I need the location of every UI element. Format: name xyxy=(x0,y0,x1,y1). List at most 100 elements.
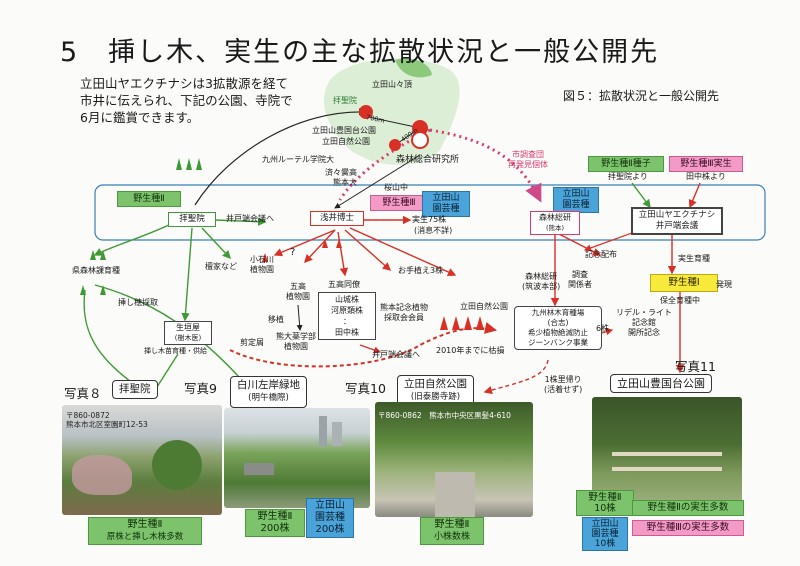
photo11-label-wild-III-seedlings: 野生種Ⅲの実生多数 xyxy=(632,520,744,536)
kumamoto-line-2: 採取会会員 xyxy=(384,313,424,322)
photo9-name-line-1: 白川左岸緑地 xyxy=(237,379,300,391)
figure-label: 図５：拡散状況と一般公開先 xyxy=(563,89,720,103)
oteue-label: お手植え3株 xyxy=(398,266,444,275)
map-sakurayama: 桜山中 xyxy=(384,183,408,192)
tatsuta-engei-box-2: 立田山 園芸種 xyxy=(553,187,599,213)
map-seiseikou-2: 熊本大 xyxy=(333,178,357,187)
tanaka-label: 田中株 xyxy=(335,328,359,337)
from-tanaka: 田中株より xyxy=(686,172,726,181)
kumamoto-label: 熊本記念植物 採取会会員 xyxy=(380,303,428,323)
ido-box-line-2: 井戸端会議 xyxy=(655,221,699,231)
map-summit-label: 立田山々頂 xyxy=(372,80,412,89)
photo11-label-engei-line-1: 立田山 xyxy=(591,519,619,529)
photo8-label-line-2: 原株と挿し木株多数 xyxy=(106,532,184,542)
photo8-image xyxy=(62,405,222,515)
ikuseiro-line-2: (樹木医) xyxy=(174,334,202,342)
yakugaku-line-1: 熊大薬学部 xyxy=(276,332,316,341)
photo9-label-wild: 野生種Ⅱ 200株 xyxy=(245,509,305,537)
senteigara-label: 剪定屑 xyxy=(240,338,264,347)
from-haiseiin: 拝聖院より xyxy=(608,172,648,181)
map-park-label-2: 立田自然公園 xyxy=(322,137,370,146)
photo8-addr-1: 〒860-0872 xyxy=(66,411,110,420)
intro-text: 立田山ヤエクチナシは3拡散源を経て 市井に伝えられ、下記の公園、寺院で 6月に鑑… xyxy=(80,75,295,126)
photo9-number: 写真9 xyxy=(184,381,217,396)
koishikawa-line-2: 植物園 xyxy=(250,265,274,274)
photo9-label-engei: 立田山 園芸種 200株 xyxy=(306,498,354,538)
yamashiro-label: 山城株 xyxy=(335,295,359,304)
ikusei-line-1: 九州林木育種場 xyxy=(531,308,585,317)
intro-line-3: 6月に鑑賞できます。 xyxy=(80,110,200,125)
hozon-label: 保全育種中 xyxy=(660,296,700,305)
photo8-addr-2: 熊本市北区室園町12-53 xyxy=(66,420,148,429)
satogaeri-label: 1株里帰り (活着せず) xyxy=(544,375,582,395)
forest-center-label: 県森林課育種 xyxy=(72,266,120,275)
page-title: 5 挿し木、実生の主な拡散状況と一般公開先 xyxy=(60,37,660,68)
ido-box: 立田山ヤエクチナシ 井戸端会議 xyxy=(631,207,723,235)
map-red-note-2: 再発見個体 xyxy=(508,160,548,169)
gokou-dousou-label: 五高同僚 xyxy=(328,280,360,289)
photo8-label: 野生種Ⅱ 原株と挿し木株多数 xyxy=(88,517,202,545)
ido-label-1: 井戸端会議へ xyxy=(226,214,274,223)
kinen-label: 記念配布 xyxy=(585,250,617,259)
photo11-label-wild-II-seedlings: 野生種Ⅱの実生多数 xyxy=(632,500,744,516)
photo10-name: 立田自然公園 (旧泰勝寺跡) xyxy=(397,375,474,407)
tatsuta-engei2-line-1: 立田山 xyxy=(562,189,590,199)
photo9-label-engei-line-3: 200株 xyxy=(315,524,345,535)
photo11-label-engei: 立田山 園芸種 10株 xyxy=(582,517,628,551)
hakken-label: 発現 xyxy=(716,280,732,289)
sashiki-label: 挿し穂採取 xyxy=(118,298,158,307)
tatsuta-engei-line-2: 園芸種 xyxy=(432,204,460,214)
shinrin-kanta-line-2: (筑波本部) xyxy=(522,282,561,291)
tatsuta-engei-line-1: 立田山 xyxy=(432,193,460,203)
photo8-number: 写真８ xyxy=(64,386,102,401)
asai-box: 浅井博士 xyxy=(310,211,364,226)
yakugaku-line-2: 植物園 xyxy=(284,342,308,351)
ido-label-2: 井戸端会議へ xyxy=(372,350,420,359)
photo8-label-line-1: 野生種Ⅱ xyxy=(127,519,163,530)
photo10-label-line-2: 小株数株 xyxy=(433,532,470,542)
haiseiin-box: 拝聖院 xyxy=(168,212,216,227)
photo9-label-engei-line-2: 園芸種 xyxy=(315,512,345,523)
shoshitsu-label: (消息不詳) xyxy=(414,226,453,235)
ikusei-line-3: 希少植物絶滅防止 xyxy=(528,328,588,337)
shinrin-line-1: 森林総研 xyxy=(539,213,571,222)
question-mark: ? xyxy=(290,247,296,258)
shinrin-box: 森林総研 (熊本) xyxy=(530,211,580,235)
riddel-label: リデル・ライト 記念館 開所記念 xyxy=(616,308,672,338)
koishikawa-line-1: 小石川 xyxy=(250,255,274,264)
ikuseiro-line-1: 生垣屋 xyxy=(176,323,200,332)
map-haiseiin-label: 拝聖院 xyxy=(333,96,357,105)
satogaeri-line-2: (活着せず) xyxy=(544,385,583,394)
ishoku-label: 移植 xyxy=(268,315,284,324)
koishikawa-label: 小石川 植物園 xyxy=(250,255,274,275)
photo9-label-engei-line-1: 立田山 xyxy=(315,500,345,511)
jitsusei-label: 実生75株 xyxy=(412,215,447,224)
photo11-label-wild-line-1: 野生種Ⅱ xyxy=(588,492,622,503)
wild-III-seed-box: 野生種Ⅲ実生 xyxy=(669,156,743,172)
gokou-line-1: 五高 xyxy=(290,282,306,291)
shizen-koen-label: 立田自然公園 xyxy=(460,302,508,311)
photo10-label: 野生種Ⅱ 小株数株 xyxy=(420,517,484,545)
photo10-label-line-1: 野生種Ⅱ xyxy=(434,519,470,530)
photo10-name-line-2: (旧泰勝寺跡) xyxy=(410,392,461,402)
photo11-label-wild: 野生種Ⅱ 10株 xyxy=(576,490,634,516)
chousa-line-2: 関係者 xyxy=(568,280,592,289)
shinrin-line-2: (熊本) xyxy=(545,224,565,232)
colleague-box: 山城株 河原類株 ： 田中株 xyxy=(318,292,376,340)
yakugaku-label: 熊大薬学部 植物園 xyxy=(276,332,316,352)
chousa-line-1: 調査 xyxy=(572,270,588,279)
photo11-label-engei-line-3: 10株 xyxy=(594,539,616,549)
kareru-label: 2010年までに枯損 xyxy=(436,346,505,355)
gokou-line-2: 植物園 xyxy=(286,292,310,301)
intro-line-1: 立田山ヤエクチナシは3拡散源を経て xyxy=(80,76,288,91)
photo10-addr: 〒860-0862 熊本市中央区黒髪4-610 xyxy=(378,411,511,420)
wild-I-box: 野生種Ⅰ xyxy=(650,274,718,292)
photo11-name: 立田山豊国台公園 xyxy=(610,374,712,393)
map-park-label-1: 立田山豊国台公園 xyxy=(312,126,376,135)
photo9-name: 白川左岸緑地 (明午橋際) xyxy=(230,376,307,408)
photo10-number: 写真10 xyxy=(345,381,386,396)
tatsuta-engei-box: 立田山 園芸種 xyxy=(422,191,470,217)
map-forest-institute: 森林総合研究所 xyxy=(396,155,460,165)
map-seiseikou-1: 済々黌高 xyxy=(325,168,357,177)
